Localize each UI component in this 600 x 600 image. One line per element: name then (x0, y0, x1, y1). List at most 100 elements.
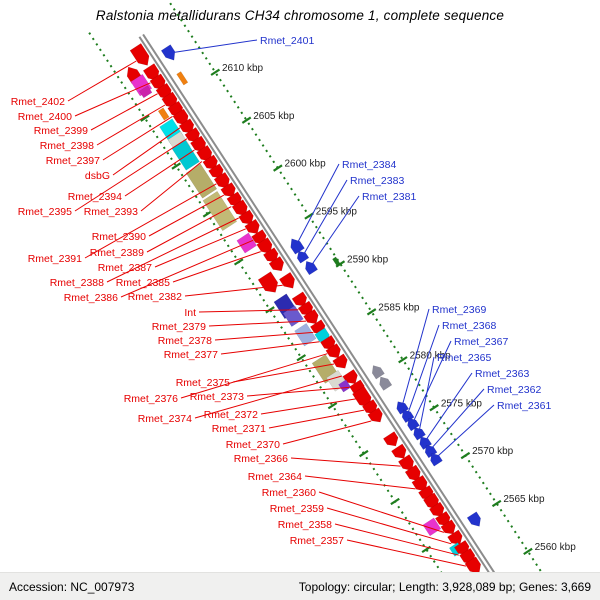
gene-glyph[interactable] (401, 409, 415, 424)
gene-glyph[interactable] (220, 182, 236, 198)
gene-glyph[interactable] (303, 308, 319, 324)
gene-glyph[interactable] (411, 474, 428, 492)
gene-label[interactable]: Rmet_2369 (432, 304, 486, 316)
gene-glyph[interactable] (244, 218, 260, 234)
gene-label[interactable]: Rmet_2377 (164, 349, 218, 361)
gene-label[interactable]: dsbG (85, 170, 110, 182)
gene-glyph[interactable] (256, 237, 273, 254)
gene-glyph[interactable] (371, 365, 385, 380)
gene-glyph[interactable] (305, 260, 319, 276)
gene-label[interactable]: Rmet_2385 (116, 277, 170, 289)
gene-label[interactable]: Rmet_2364 (248, 471, 302, 483)
gene-label[interactable]: Rmet_2388 (50, 277, 104, 289)
gene-glyph[interactable] (367, 407, 383, 423)
gene-glyph[interactable] (428, 501, 445, 517)
gene-glyph[interactable] (419, 436, 433, 450)
gene-glyph[interactable] (160, 44, 176, 61)
gene-label[interactable]: Rmet_2386 (64, 292, 118, 304)
gene-glyph[interactable] (404, 464, 421, 482)
gene-label[interactable]: Rmet_2382 (128, 291, 182, 303)
gene-leader-line (290, 457, 401, 467)
gene-glyph[interactable] (184, 127, 200, 143)
gene-label[interactable]: Rmet_2379 (152, 321, 206, 333)
gene-label[interactable]: Rmet_2400 (18, 111, 72, 123)
gene-glyph[interactable] (332, 256, 341, 267)
gene-glyph[interactable] (213, 171, 230, 189)
gene-glyph[interactable] (278, 271, 295, 289)
gene-label[interactable]: Rmet_2401 (260, 35, 314, 47)
gene-glyph[interactable] (138, 85, 153, 99)
gene-label[interactable]: Rmet_2365 (437, 352, 491, 364)
gene-label[interactable]: Rmet_2387 (98, 262, 152, 274)
gene-label[interactable]: Rmet_2384 (342, 159, 396, 171)
gene-glyph[interactable] (413, 427, 426, 441)
gene-label[interactable]: Rmet_2375 (176, 377, 230, 389)
gene-label[interactable]: Rmet_2370 (226, 439, 280, 451)
gene-label[interactable]: Rmet_2372 (204, 409, 258, 421)
gene-label[interactable]: Rmet_2374 (138, 413, 192, 425)
gene-glyph[interactable] (407, 417, 420, 432)
gene-glyph[interactable] (176, 71, 189, 86)
gene-label[interactable]: Int (184, 307, 196, 319)
gene-label[interactable]: Rmet_2359 (270, 503, 324, 515)
gene-glyph[interactable] (391, 443, 407, 459)
gene-label[interactable]: Rmet_2358 (278, 519, 332, 531)
gene-label[interactable]: Rmet_2367 (454, 336, 508, 348)
gene-glyph[interactable] (296, 251, 310, 264)
gene-label[interactable]: Rmet_2371 (212, 423, 266, 435)
gene-glyph[interactable] (397, 454, 414, 471)
gene-glyph[interactable] (129, 43, 150, 66)
gene-label[interactable]: Rmet_2368 (442, 320, 496, 332)
gene-label[interactable]: Rmet_2357 (290, 535, 344, 547)
gene-label[interactable]: Rmet_2395 (18, 206, 72, 218)
gene-glyph[interactable] (430, 453, 443, 467)
gene-glyph[interactable] (257, 271, 279, 293)
ruler-5kbp-mark (398, 356, 408, 364)
gene-glyph[interactable] (262, 247, 279, 263)
gene-glyph[interactable] (332, 353, 348, 369)
gene-glyph[interactable] (466, 511, 481, 527)
gene-glyph[interactable] (178, 118, 195, 134)
gene-glyph[interactable] (447, 529, 463, 545)
gene-label[interactable]: Rmet_2378 (158, 335, 212, 347)
gene-glyph[interactable] (382, 431, 399, 447)
gene-label[interactable]: Rmet_2398 (40, 140, 94, 152)
gene-label[interactable]: Rmet_2390 (92, 231, 146, 243)
gene-glyph[interactable] (294, 323, 317, 347)
gene-label[interactable]: Rmet_2393 (84, 206, 138, 218)
gene-glyph[interactable] (290, 238, 305, 255)
gene-glyph[interactable] (325, 343, 341, 359)
gene-glyph[interactable] (208, 163, 224, 179)
gene-glyph[interactable] (440, 519, 456, 535)
gene-label[interactable]: Rmet_2376 (124, 393, 178, 405)
gene-label[interactable]: Rmet_2394 (68, 191, 122, 203)
gene-label[interactable]: Rmet_2361 (497, 400, 551, 412)
gene-label[interactable]: Rmet_2402 (11, 96, 65, 108)
gene-label[interactable]: Rmet_2389 (90, 247, 144, 259)
gene-glyph[interactable] (379, 376, 393, 391)
gene-label[interactable]: Rmet_2383 (350, 175, 404, 187)
gene-label[interactable]: Rmet_2366 (234, 453, 288, 465)
gene-glyph[interactable] (422, 517, 442, 537)
gene-glyph[interactable] (291, 291, 308, 307)
gene-glyph[interactable] (238, 209, 254, 225)
gene-label[interactable]: Rmet_2399 (34, 125, 88, 137)
gene-label[interactable]: Rmet_2360 (262, 487, 316, 499)
gene-glyph[interactable] (202, 154, 218, 170)
gene-glyph[interactable] (157, 107, 170, 121)
ruler-5kbp-mark (390, 497, 400, 506)
gene-glyph[interactable] (231, 199, 248, 217)
gene-glyph[interactable] (396, 401, 410, 415)
gene-glyph[interactable] (464, 556, 481, 574)
gene-label[interactable]: Rmet_2381 (362, 191, 416, 203)
gene-label[interactable]: Rmet_2362 (487, 384, 541, 396)
gene-label[interactable]: Rmet_2373 (190, 391, 244, 403)
gene-label[interactable]: Rmet_2397 (46, 155, 100, 167)
gene-glyph[interactable] (268, 256, 285, 272)
gene-label[interactable]: Rmet_2363 (475, 368, 529, 380)
ruler-5kbp-mark (523, 547, 533, 556)
gene-label[interactable]: Rmet_2391 (28, 253, 82, 265)
gene-glyph[interactable] (202, 190, 238, 232)
gene-glyph[interactable] (424, 444, 438, 459)
